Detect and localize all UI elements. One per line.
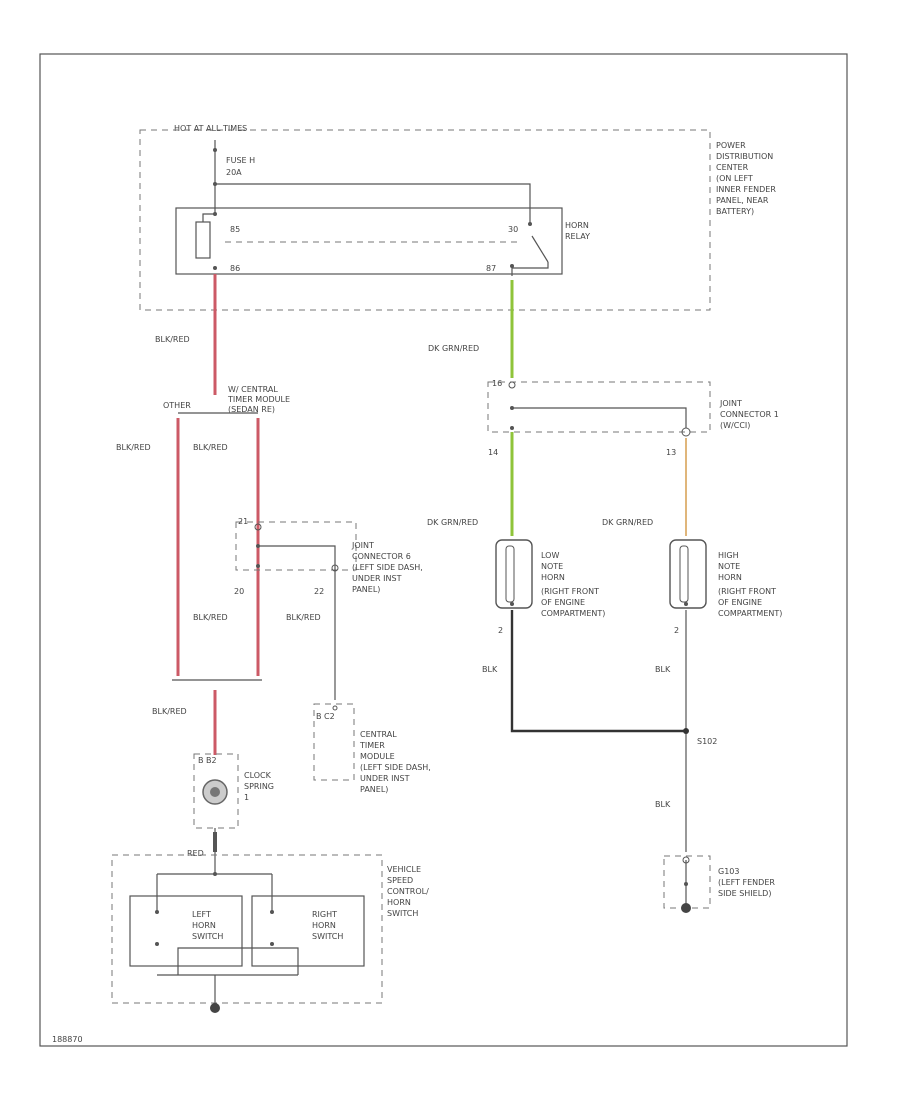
high-note-horn-label: HIGH NOTE HORN (RIGHT FRONT OF ENGINE CO… xyxy=(718,551,782,618)
fuse-terminal-top xyxy=(213,148,217,152)
joint1-pin-14: 14 xyxy=(488,448,498,457)
clock-spring-label: CLOCK SPRING 1 xyxy=(244,771,277,802)
blk-wire-low-horn-ground xyxy=(510,610,686,733)
wire-label-blk-red-3: BLK/RED xyxy=(193,443,228,452)
clock-spring-core xyxy=(210,787,220,797)
fuse-label: FUSE H xyxy=(226,156,255,165)
relay-coil-leads xyxy=(202,210,216,222)
switch-inner-connect xyxy=(177,947,299,975)
right-horn-switch-label: RIGHT HORN SWITCH xyxy=(312,910,343,941)
joint1-pin-16-terminal xyxy=(508,381,516,389)
hot-at-all-times-label: HOT AT ALL TIMES xyxy=(174,124,247,133)
horn-relay-label: HORN RELAY xyxy=(565,221,591,241)
wire-label-dk-grn-red-2: DK GRN/RED xyxy=(427,518,478,527)
wire-label-blk-red-5: BLK/RED xyxy=(286,613,321,622)
pdc-label: POWER DISTRIBUTION CENTER (ON LEFT INNER… xyxy=(716,141,778,216)
central-timer-module-box xyxy=(313,703,355,781)
joint-connector-6-label: JOINT CONNECTOR 6 (LEFT SIDE DASH, UNDER… xyxy=(351,541,425,594)
ctm-connector-terminal xyxy=(332,705,338,711)
wire-label-blk-red-1: BLK/RED xyxy=(155,335,190,344)
relay-pin-87: 87 xyxy=(486,264,496,273)
switch-ground-symbol xyxy=(210,1003,220,1013)
other-option-label: OTHER xyxy=(163,401,191,410)
central-timer-module-label: CENTRAL TIMER MODULE (LEFT SIDE DASH, UN… xyxy=(359,730,433,794)
right-horn-switch-box xyxy=(251,895,365,967)
relay-switch-lead-bottom xyxy=(511,262,549,276)
joint1-bus-wire xyxy=(512,407,687,428)
ground-g103-box xyxy=(663,855,711,909)
vehicle-speed-control-label: VEHICLE SPEED CONTROL/ HORN SWITCH xyxy=(387,865,431,918)
clock-spring-pins: B B2 xyxy=(198,756,217,765)
joint6-pin-20: 20 xyxy=(234,587,244,596)
relay-pin-86-terminal xyxy=(213,266,217,270)
low-horn-pin-2: 2 xyxy=(498,626,503,635)
diagram-id: 188870 xyxy=(52,1035,83,1044)
relay-switch-blade xyxy=(531,235,549,263)
splice-s102-node xyxy=(683,728,689,734)
fuse-to-relay-switch-wire xyxy=(215,183,531,210)
fuse-rating-label: 20A xyxy=(226,168,242,177)
wire-label-blk-2: BLK xyxy=(655,665,671,674)
ctm-option-label: W/ CENTRAL TIMER MODULE (SEDAN RE) xyxy=(227,385,293,414)
splice-s102-label: S102 xyxy=(697,737,717,746)
joint6-pin-20-terminal xyxy=(256,564,260,568)
ground-g103-symbol xyxy=(681,903,691,913)
right-switch-terminal-top xyxy=(270,910,274,914)
relay-pin-86: 86 xyxy=(230,264,240,273)
left-switch-terminal-bottom xyxy=(155,942,159,946)
wire-label-dk-grn-red-3: DK GRN/RED xyxy=(602,518,653,527)
high-note-horn xyxy=(669,539,707,609)
ground-g103-label: G103 (LEFT FENDER SIDE SHIELD) xyxy=(718,867,777,898)
low-note-horn-label: LOW NOTE HORN (RIGHT FRONT OF ENGINE COM… xyxy=(541,551,605,618)
joint6-pin-22: 22 xyxy=(314,587,324,596)
vehicle-speed-control-box xyxy=(111,854,383,1004)
wire-label-blk-red-4: BLK/RED xyxy=(193,613,228,622)
left-horn-switch-box xyxy=(129,895,243,967)
joint-connector-1-label: JOINT CONNECTOR 1 (W/CCI) xyxy=(719,399,781,430)
clock-spring-box xyxy=(193,753,239,829)
joint-connector-6-box xyxy=(235,521,357,571)
relay-pin-87-terminal xyxy=(510,264,514,268)
joint1-pin-14-terminal xyxy=(510,426,514,430)
joint6-bus-wire xyxy=(258,545,336,700)
relay-pin-85-terminal xyxy=(213,212,217,216)
wire-label-red: RED xyxy=(187,849,204,858)
power-distribution-center-box xyxy=(139,129,711,311)
joint6-pin-21-terminal xyxy=(254,523,262,531)
wire-label-blk-1: BLK xyxy=(482,665,498,674)
wire-label-dk-grn-red-1: DK GRN/RED xyxy=(428,344,479,353)
relay-pin-85: 85 xyxy=(230,225,240,234)
relay-pin-30-terminal xyxy=(528,222,532,226)
joint6-pin-22-terminal xyxy=(331,564,339,572)
wire-label-blk-red-6: BLK/RED xyxy=(152,707,187,716)
joint1-pin-13-terminal xyxy=(681,427,691,437)
low-note-horn xyxy=(495,539,533,609)
relay-coil xyxy=(195,221,211,259)
left-switch-terminal-top xyxy=(155,910,159,914)
joint-connector-1-box xyxy=(487,381,711,433)
relay-pin-30: 30 xyxy=(508,225,518,234)
wire-label-blk-3: BLK xyxy=(655,800,671,809)
left-horn-switch-label: LEFT HORN SWITCH xyxy=(192,910,223,941)
high-horn-pin-2: 2 xyxy=(674,626,679,635)
joint6-pin-21: 21 xyxy=(238,517,248,526)
joint1-pin-16: 16 xyxy=(492,379,502,388)
diagram-frame xyxy=(39,53,848,1047)
ctm-connector-pins: B C2 xyxy=(316,712,335,721)
joint1-pin-13: 13 xyxy=(666,448,676,457)
right-switch-terminal-bottom xyxy=(270,942,274,946)
wire-label-blk-red-2: BLK/RED xyxy=(116,443,151,452)
horn-relay-box xyxy=(175,207,563,275)
